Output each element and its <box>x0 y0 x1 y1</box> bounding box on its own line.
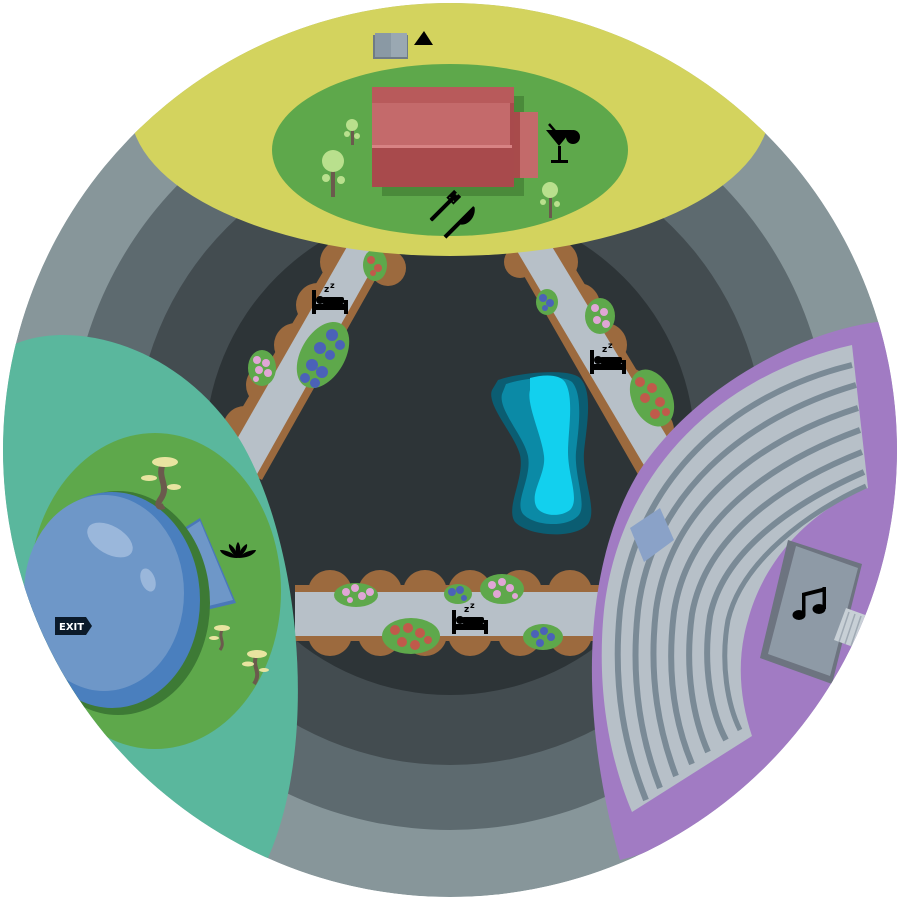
flower-bush <box>629 369 675 427</box>
exit-sign-icon[interactable]: EXIT <box>55 617 92 635</box>
svg-text:z: z <box>330 281 335 290</box>
flower-bush <box>585 298 615 334</box>
svg-text:z: z <box>464 605 469 615</box>
flower-bush <box>382 618 440 654</box>
sleeping-bed-icon[interactable]: z z <box>452 601 488 634</box>
exit-sign-label: EXIT <box>59 622 84 633</box>
bonsai-tree <box>242 650 269 686</box>
svg-text:z: z <box>470 601 475 610</box>
svg-text:z: z <box>324 285 329 295</box>
flower-bush <box>480 574 524 604</box>
walking-paths: z z z z z z <box>214 238 686 656</box>
flower-bush <box>248 350 276 386</box>
warning-triangle-icon <box>414 31 433 45</box>
concert-stage[interactable] <box>760 540 868 684</box>
flower-bush <box>523 624 563 650</box>
music-notes-icon[interactable] <box>792 587 827 620</box>
flower-bush <box>536 289 558 315</box>
flower-bushes <box>248 249 675 654</box>
pond[interactable] <box>491 372 592 535</box>
restaurant-zone[interactable] <box>130 0 770 256</box>
fork-knife-icon[interactable] <box>427 189 480 242</box>
tree <box>322 150 345 197</box>
flower-bush <box>296 321 350 389</box>
sleeping-bed-icon[interactable]: z z <box>312 281 348 314</box>
tree <box>344 119 360 145</box>
bonsai-tree <box>141 457 181 510</box>
flower-bush <box>444 584 472 604</box>
amphitheater-seating[interactable] <box>601 345 868 812</box>
flower-bush <box>363 249 387 281</box>
concert-entry[interactable] <box>630 508 674 562</box>
cocktail-icon[interactable] <box>546 123 580 163</box>
flower-bush <box>334 583 378 607</box>
lotus-icon[interactable] <box>220 542 256 558</box>
sleeping-bed-icon[interactable]: z z <box>590 341 626 374</box>
bonsai-tree <box>209 625 230 651</box>
map-sign-icon[interactable] <box>373 33 408 59</box>
tree <box>540 182 560 218</box>
svg-text:z: z <box>608 341 613 350</box>
svg-text:z: z <box>602 345 607 355</box>
